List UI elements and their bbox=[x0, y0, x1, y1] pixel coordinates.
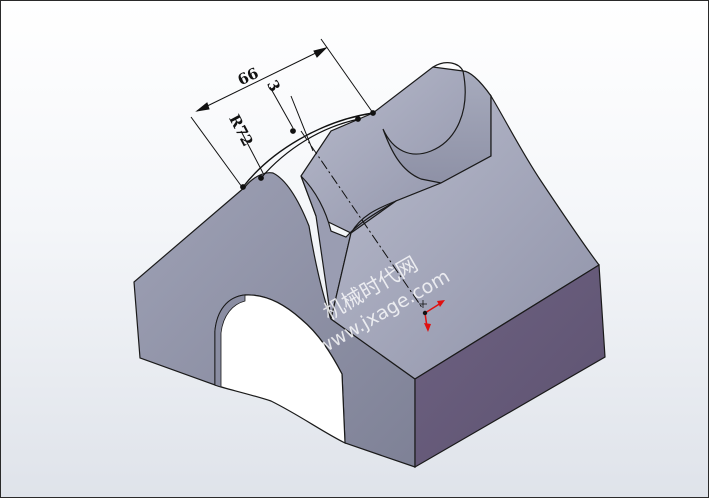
front-box-face[interactable] bbox=[414, 263, 606, 469]
dim-r72-label[interactable]: R72 bbox=[225, 111, 257, 149]
arc-profile[interactable] bbox=[242, 112, 374, 188]
origin-point-icon bbox=[422, 310, 428, 316]
sketch-point[interactable] bbox=[290, 128, 296, 134]
top-rim bbox=[432, 62, 464, 72]
dim3-extension-a bbox=[269, 86, 294, 129]
slot-edge bbox=[350, 200, 397, 234]
sketch-point[interactable] bbox=[258, 175, 264, 181]
dim-66-label[interactable]: 66 bbox=[235, 64, 262, 89]
coordinate-triad-icon bbox=[419, 300, 445, 332]
dim66-arrow-right bbox=[313, 47, 328, 58]
r72-leader bbox=[240, 130, 264, 174]
dim3-extension-b bbox=[290, 95, 314, 152]
dim66-extension-left bbox=[190, 116, 243, 188]
arc-profile-inner[interactable] bbox=[260, 118, 360, 179]
dim66-extension-right bbox=[320, 38, 374, 114]
dim66-arrow-left bbox=[195, 102, 210, 112]
arch-inner-wall bbox=[214, 294, 246, 388]
dim-3-label[interactable]: 3 bbox=[263, 77, 284, 95]
sketch-point[interactable] bbox=[240, 184, 246, 190]
sketch-point[interactable] bbox=[370, 110, 376, 116]
sketch-point[interactable] bbox=[355, 116, 361, 122]
right-sloped-face[interactable] bbox=[330, 93, 600, 380]
dim66-line[interactable] bbox=[196, 47, 327, 112]
sketch-dimensions[interactable] bbox=[190, 38, 424, 310]
